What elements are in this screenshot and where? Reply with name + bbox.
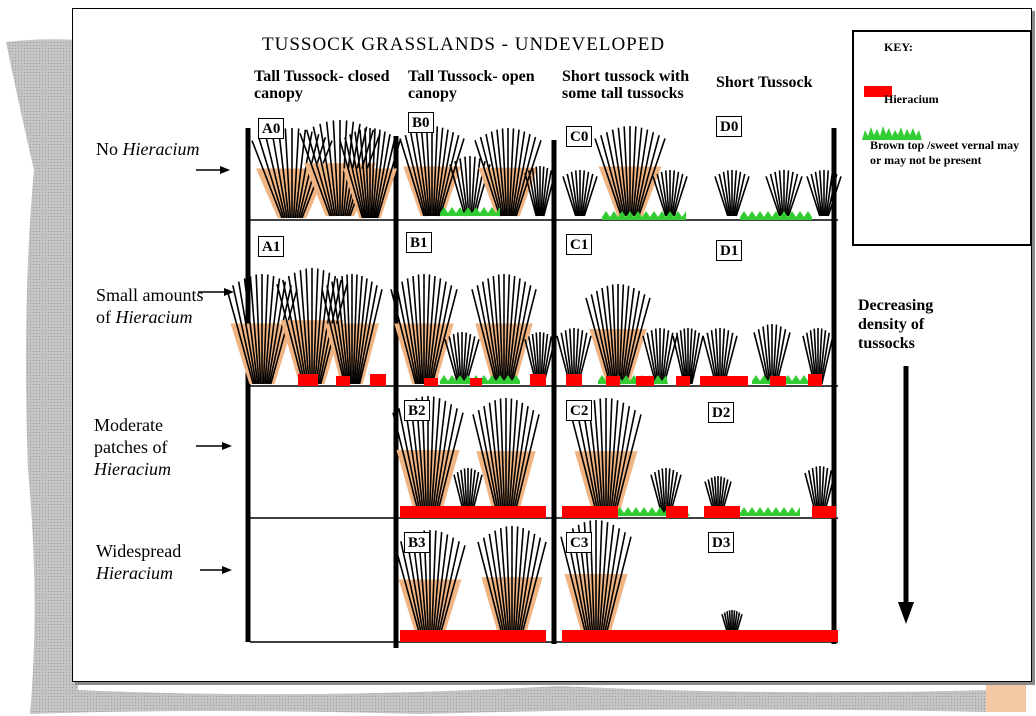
tussock-icon (322, 274, 382, 384)
tussock-icon (673, 328, 703, 384)
cell-label-d1: D1 (716, 240, 742, 261)
tussock-icon (586, 284, 650, 384)
row-header-2: Moderate patches of Hieracium (94, 414, 214, 480)
tussock-icon (478, 526, 546, 640)
tussock-icon (475, 128, 541, 216)
tussock-icon (643, 328, 677, 384)
cell-label-c2: C2 (566, 400, 592, 421)
arrow-head (220, 166, 230, 174)
hieracium-patch-icon (566, 374, 582, 386)
hieracium-patch-icon (336, 376, 350, 386)
arrow-head (898, 602, 914, 624)
cell-label-a1: A1 (258, 236, 284, 257)
tussock-icon (715, 170, 749, 216)
arrow-down-icon (898, 366, 914, 624)
hieracium-patch-icon (812, 506, 836, 518)
diagram-title: TUSSOCK GRASSLANDS - UNDEVELOPED (262, 34, 665, 56)
row-header-0: No Hieracium (96, 138, 246, 160)
plant-drawings (227, 120, 841, 642)
hieracium-patch-icon (400, 630, 546, 642)
tussock-icon (766, 170, 802, 216)
tussock-icon (472, 274, 536, 384)
key-legend: KEY: Hieracium Brown top /sweet vernal m… (852, 30, 1032, 246)
row-header-3: Widespread Hieracium (96, 540, 216, 584)
key-title: KEY: (884, 40, 913, 55)
tussock-icon (595, 126, 665, 216)
cell-label-d2: D2 (708, 402, 734, 423)
side-note: Decreasing density of tussocks (858, 296, 968, 353)
hieracium-patch-icon (770, 376, 786, 386)
column-header-d: Short Tussock (716, 74, 846, 91)
hieracium-patch-icon (636, 376, 654, 386)
row-header-1: Small amounts of Hieracium (96, 284, 216, 328)
cell-label-c3: C3 (566, 532, 592, 553)
hieracium-patch-icon (606, 376, 620, 386)
tussock-icon (525, 166, 555, 216)
tussock-icon (563, 170, 597, 216)
hieracium-patch-icon (562, 506, 618, 518)
arrow-head (222, 442, 232, 450)
cell-label-c1: C1 (566, 234, 592, 255)
hieracium-patch-icon (298, 374, 318, 386)
cell-label-d0: D0 (716, 116, 742, 137)
hieracium-patch-icon (698, 630, 838, 642)
column-header-b: Tall Tussock- open canopy (408, 68, 538, 102)
tussock-icon (473, 398, 539, 516)
cell-label-a0: A0 (258, 118, 284, 139)
tussock-icon (400, 126, 464, 216)
hieracium-patch-icon (370, 374, 386, 386)
hieracium-patch-icon (666, 506, 688, 518)
hieracium-patch-icon (704, 506, 740, 518)
tussock-icon (445, 332, 479, 384)
cell-label-b0: B0 (408, 112, 434, 133)
column-header-c: Short tussock with some tall tussocks (562, 68, 692, 102)
hieracium-patch-icon (530, 374, 546, 386)
key-hieracium-label: Hieracium (884, 92, 939, 107)
arrow-head (222, 566, 232, 574)
hieracium-patch-icon (808, 374, 822, 386)
grass-tuft-icon (740, 211, 812, 220)
cell-label-d3: D3 (708, 532, 734, 553)
cell-label-b1: B1 (406, 232, 432, 253)
column-header-a: Tall Tussock- closed canopy (254, 68, 394, 102)
hieracium-patch-icon (470, 378, 482, 386)
hieracium-patch-icon (400, 506, 546, 518)
hieracium-patch-icon (700, 376, 748, 386)
tussock-icon (653, 170, 687, 216)
arrow-right-icon (196, 166, 230, 174)
cell-label-b2: B2 (404, 400, 430, 421)
grass-tuft-icon (740, 507, 800, 516)
key-grass-label: Brown top /sweet vernal may or may not b… (870, 138, 1020, 168)
hieracium-patch-icon (676, 376, 690, 386)
hieracium-patch-icon (424, 378, 438, 386)
cell-label-c0: C0 (566, 126, 592, 147)
tussock-icon (391, 274, 457, 384)
tussock-icon (703, 328, 737, 384)
hieracium-patch-icon (562, 630, 698, 642)
cell-label-b3: B3 (404, 532, 430, 553)
